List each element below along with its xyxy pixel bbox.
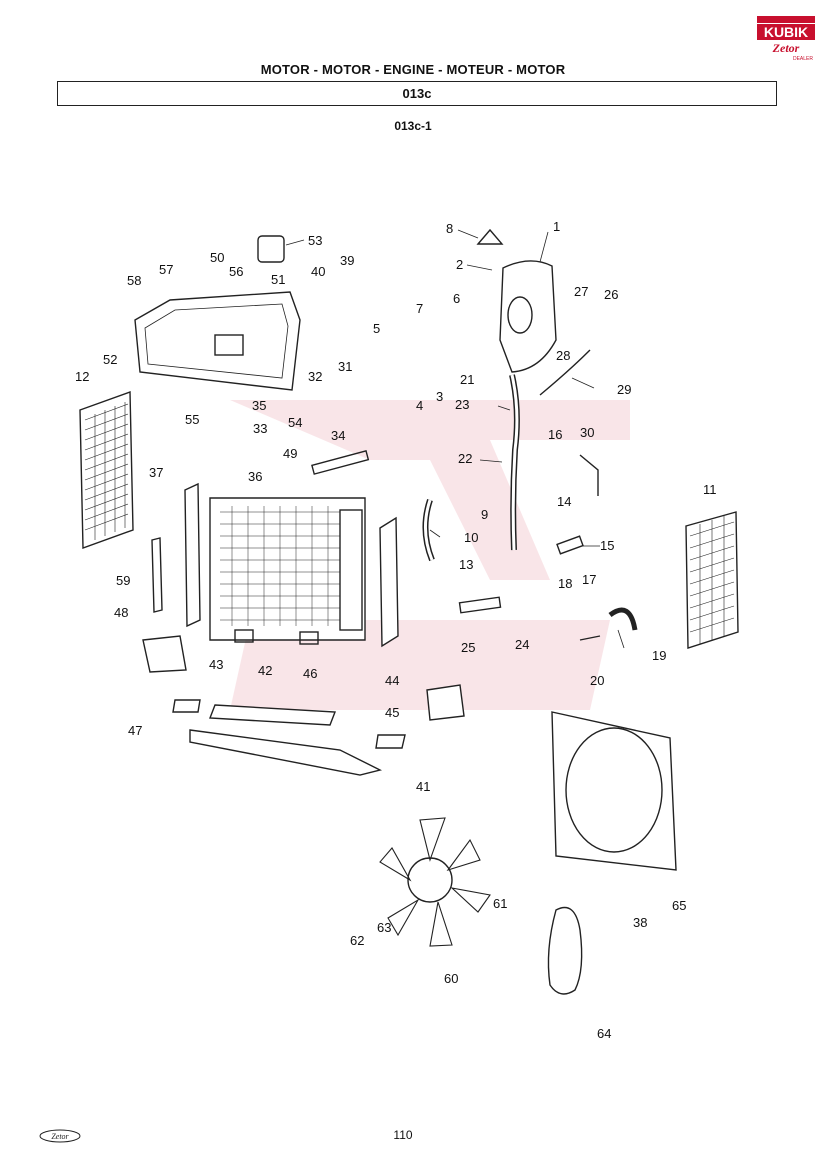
callout-37a: 37 <box>149 465 163 480</box>
callout-24: 24 <box>515 637 529 652</box>
callout-35: 35 <box>252 398 266 413</box>
callout-labels: 1 2 3 4 5 6 7 8 9 10 11 12 13 14 15 16 1… <box>75 219 717 1041</box>
callout-65: 65 <box>672 898 686 913</box>
callout-3: 3 <box>436 389 443 404</box>
callout-23: 23 <box>455 397 469 412</box>
callout-2: 2 <box>456 257 463 272</box>
callout-15: 15 <box>600 538 614 553</box>
callout-42: 42 <box>258 663 272 678</box>
callout-44: 44 <box>385 673 399 688</box>
callout-20: 20 <box>590 673 604 688</box>
callout-19: 19 <box>652 648 666 663</box>
callout-9: 9 <box>481 507 488 522</box>
callout-41: 41 <box>416 779 430 794</box>
callout-39a: 39 <box>340 253 354 268</box>
callout-13a: 13 <box>459 557 473 572</box>
callout-36: 36 <box>248 469 262 484</box>
callout-56: 56 <box>229 264 243 279</box>
zetor-footer-logo: Zetor <box>39 1129 81 1143</box>
callout-14: 14 <box>557 494 571 509</box>
callout-12: 12 <box>75 369 89 384</box>
callout-50: 50 <box>210 250 224 265</box>
callout-61: 61 <box>493 896 507 911</box>
svg-text:DEALER: DEALER <box>793 56 813 62</box>
svg-text:Zetor: Zetor <box>772 41 800 55</box>
callout-22: 22 <box>458 451 472 466</box>
callout-28: 28 <box>556 348 570 363</box>
callout-64: 64 <box>597 1026 611 1041</box>
callout-58a: 58 <box>127 273 141 288</box>
callout-17: 17 <box>582 572 596 587</box>
callout-29: 29 <box>617 382 631 397</box>
callout-48a: 48 <box>114 605 128 620</box>
callout-27: 27 <box>574 284 588 299</box>
callout-57: 57 <box>159 262 173 277</box>
kubik-zetor-logo: KUBIK Zetor DEALER <box>757 16 815 62</box>
callout-10: 10 <box>464 530 478 545</box>
callout-43: 43 <box>209 657 223 672</box>
svg-text:Zetor: Zetor <box>51 1132 69 1141</box>
callout-51: 51 <box>271 272 285 287</box>
callout-62: 62 <box>350 933 364 948</box>
callout-52: 52 <box>103 352 117 367</box>
callout-49: 49 <box>283 446 297 461</box>
callout-59: 59 <box>116 573 130 588</box>
callout-47a: 47 <box>128 723 142 738</box>
section-code-box: 013c <box>57 81 777 106</box>
callout-54: 54 <box>288 415 302 430</box>
callout-21a: 21 <box>460 372 474 387</box>
callout-6: 6 <box>453 291 460 306</box>
section-code: 013c <box>402 86 432 101</box>
callout-32a: 32 <box>308 369 322 384</box>
callout-26: 26 <box>604 287 618 302</box>
callout-31a: 31 <box>338 359 352 374</box>
figure-code: 013c-1 <box>394 119 432 133</box>
callout-40a: 40 <box>311 264 325 279</box>
callout-8: 8 <box>446 221 453 236</box>
callout-7: 7 <box>416 301 423 316</box>
callout-45: 45 <box>385 705 399 720</box>
callout-1: 1 <box>553 219 560 234</box>
callout-30: 30 <box>580 425 594 440</box>
callout-46: 46 <box>303 666 317 681</box>
callout-38: 38 <box>633 915 647 930</box>
callout-11: 11 <box>703 482 717 497</box>
callout-53: 53 <box>308 233 322 248</box>
callout-63: 63 <box>377 920 391 935</box>
callout-33: 33 <box>253 421 267 436</box>
callout-55: 55 <box>185 412 199 427</box>
callout-4: 4 <box>416 398 423 413</box>
page-number: 110 <box>393 1128 413 1142</box>
callout-18: 18 <box>558 576 572 591</box>
callout-5: 5 <box>373 321 380 336</box>
callout-25: 25 <box>461 640 475 655</box>
page-title: MOTOR - MOTOR - ENGINE - MOTEUR - MOTOR <box>260 62 566 77</box>
callout-16a: 16 <box>548 427 562 442</box>
svg-text:KUBIK: KUBIK <box>764 24 808 40</box>
callout-60: 60 <box>444 971 458 986</box>
callout-34: 34 <box>331 428 345 443</box>
